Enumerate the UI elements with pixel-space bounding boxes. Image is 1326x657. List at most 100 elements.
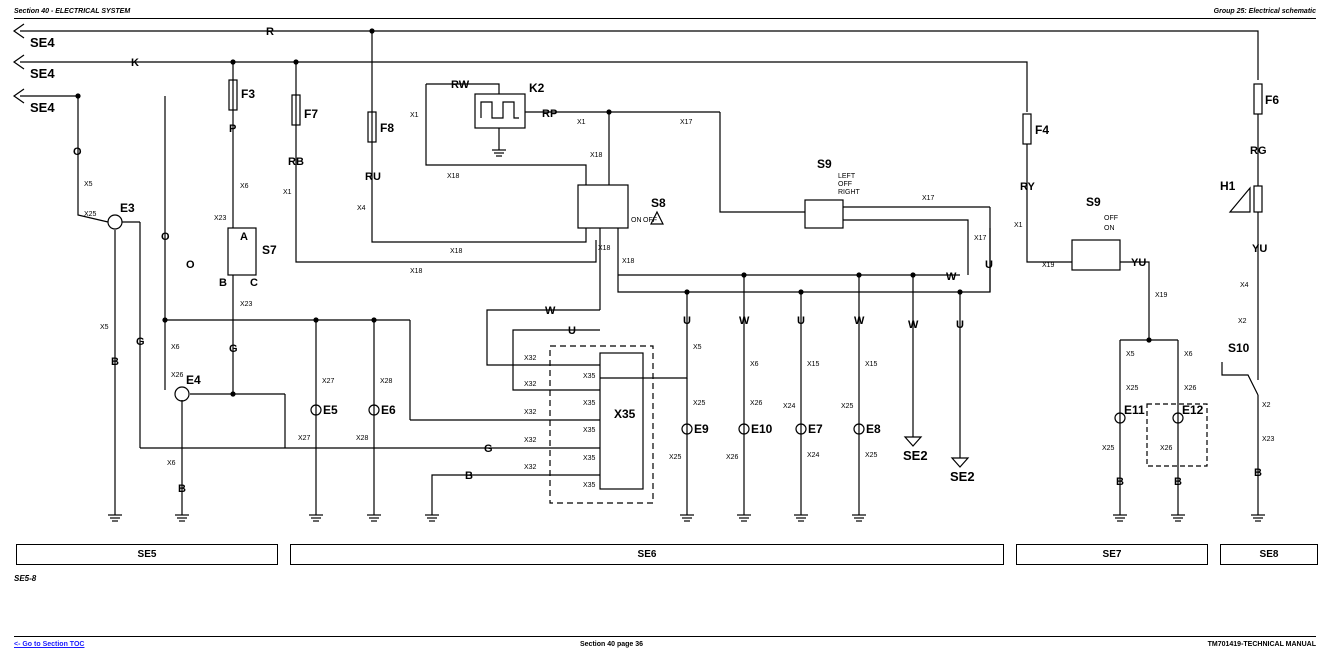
e4-lamp-symbol xyxy=(174,386,190,402)
k2-wires xyxy=(425,83,805,213)
f7-label: F7 xyxy=(304,107,318,121)
s8-on: ON xyxy=(631,217,642,224)
go-to-section-toc-link[interactable]: <- Go to Section TOC xyxy=(14,641,85,648)
conn-x3-a: X4 xyxy=(357,205,366,212)
conn-x5-a: X6 xyxy=(171,344,180,351)
wire-label-ry: RY xyxy=(1020,181,1036,193)
e6-lamp-symbol xyxy=(368,404,380,416)
wire-label-b-2: B xyxy=(178,483,186,495)
conn-x17-e: X18 xyxy=(598,245,611,252)
f8-label: F8 xyxy=(380,121,394,135)
conn-x32-d: X32 xyxy=(524,437,537,444)
footer-rule xyxy=(14,636,1316,637)
conn-x31-a: X23 xyxy=(214,215,227,222)
x35-housing xyxy=(549,345,654,504)
k2-label: K2 xyxy=(529,81,545,95)
conn-x35-c: X35 xyxy=(583,427,596,434)
conn-x5-d: X6 xyxy=(750,361,759,368)
conn-x25-d: X25 xyxy=(1126,385,1139,392)
e9-label: E9 xyxy=(694,422,709,436)
s8-switch xyxy=(577,184,629,229)
ground-symbols xyxy=(108,514,1265,522)
e7-lamp-symbol xyxy=(795,423,807,435)
footer-link-container: <- Go to Section TOC xyxy=(14,641,84,648)
s9-off: OFF xyxy=(1104,215,1118,222)
e12-housing xyxy=(1146,403,1208,467)
conn-x1-d: X1 xyxy=(1014,222,1023,229)
offpage-se2-2: SE2 xyxy=(950,469,975,484)
conn-x27-a: X27 xyxy=(322,378,335,385)
wire-label-w: W xyxy=(946,271,957,283)
conn-x25-b: X25 xyxy=(693,400,706,407)
k2-relay xyxy=(474,93,526,129)
lamp-column-wires xyxy=(600,275,961,515)
conn-x4-b: X5 xyxy=(100,324,109,331)
conn-x15-c: X17 xyxy=(974,235,987,242)
s6-label: S7 xyxy=(262,243,277,257)
conn-x17-d: X18 xyxy=(590,152,603,159)
conn-x17-f: X18 xyxy=(622,258,635,265)
conn-x17-b: X18 xyxy=(450,248,463,255)
conn-x15-b: X17 xyxy=(922,195,935,202)
wire-label-u-2: U xyxy=(568,325,576,337)
conn-x26-b: X26 xyxy=(750,400,763,407)
e10-lamp-symbol xyxy=(738,423,750,435)
section-se5: SE5 xyxy=(16,544,278,565)
conn-x26-a: X26 xyxy=(171,372,184,379)
se8-wires xyxy=(1221,83,1263,515)
conn-x35-a: X35 xyxy=(583,373,596,380)
wire-label-rb: RB xyxy=(288,156,304,168)
wire-label-u-3: U xyxy=(683,315,691,327)
footer-page-number: Section 40 page 36 xyxy=(580,641,644,648)
conn-x26-c: X26 xyxy=(726,454,739,461)
s7-right: RIGHT xyxy=(838,189,861,196)
conn-x28-b: X28 xyxy=(356,435,369,442)
s8-off: OFF xyxy=(643,217,657,224)
wire-label-u-5: U xyxy=(956,319,964,331)
conn-x19-b: X2 xyxy=(1262,402,1271,409)
s7-left: LEFT xyxy=(838,173,856,180)
conn-x19-a: X2 xyxy=(1238,318,1247,325)
conn-x24-b: X25 xyxy=(865,452,878,459)
se7-wires xyxy=(1022,113,1179,515)
conn-x6-b: X15 xyxy=(865,361,878,368)
s7-wires xyxy=(843,206,991,292)
page-reference: SE5-8 xyxy=(14,574,37,583)
conn-x18-b: X19 xyxy=(1155,292,1168,299)
conn-x4-c: X5 xyxy=(693,344,702,351)
section-se7: SE7 xyxy=(1016,544,1208,565)
f6-label: F6 xyxy=(1265,93,1279,107)
s6-term-c: C xyxy=(250,277,258,289)
conn-x27-b: X27 xyxy=(298,435,311,442)
wire-label-s: YU xyxy=(1131,257,1146,269)
wire-label-b-5: B xyxy=(1174,476,1182,488)
s7-switch xyxy=(804,199,844,229)
offpage-arrows xyxy=(12,23,25,104)
h1-horn xyxy=(1253,185,1263,213)
wire-label-rw: RW xyxy=(451,79,470,91)
s9-switch xyxy=(1071,239,1121,271)
wire-label-b-3: B xyxy=(465,470,473,482)
offpage-se4-1: SE4 xyxy=(30,35,55,50)
conn-x5-e: X6 xyxy=(1184,351,1193,358)
wire-label-yu: YU xyxy=(1252,243,1267,255)
wire-label-w-3: W xyxy=(739,315,750,327)
conn-x35-e: X35 xyxy=(583,482,596,489)
conn-x1-b: X1 xyxy=(410,112,419,119)
conn-x1-a: X1 xyxy=(283,189,292,196)
x35-wires xyxy=(313,309,600,515)
conn-x2-a: X23 xyxy=(1262,436,1275,443)
wire-label-g-3: G xyxy=(484,443,493,455)
f3-label: F3 xyxy=(241,87,255,101)
f4-label: F4 xyxy=(1035,123,1049,137)
wire-label-b-1: B xyxy=(111,356,119,368)
e8-label: E8 xyxy=(866,422,881,436)
header-rule xyxy=(14,18,1316,19)
s7-label: S9 xyxy=(817,157,832,171)
conn-x23-a: X24 xyxy=(783,403,796,410)
ground-se2-a xyxy=(903,436,923,447)
s8-outputs xyxy=(599,228,991,310)
wire-label-b-6: B xyxy=(1254,467,1262,479)
e5-e6-wires xyxy=(315,320,375,515)
conn-x35-b: X35 xyxy=(583,400,596,407)
